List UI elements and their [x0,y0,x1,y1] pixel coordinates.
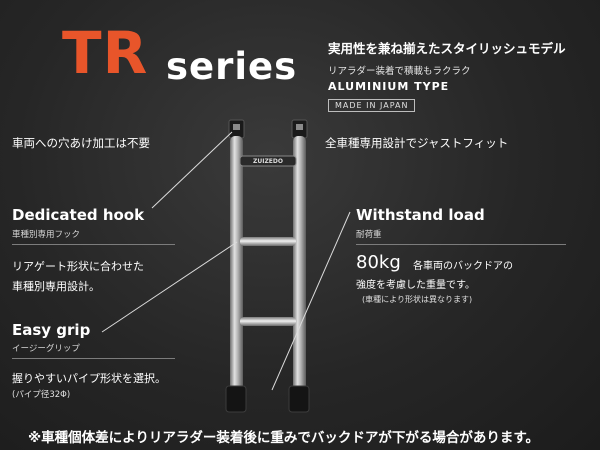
aluminium-type-label: ALUMINIUM TYPE [328,80,450,93]
divider [12,358,175,359]
hook-desc-line1: リアゲート形状に合わせた [12,260,144,273]
divider [356,244,566,245]
hook-left [228,119,245,139]
hook-right [291,119,308,139]
grip-subtitle: イージーグリップ [12,344,80,354]
foot-right [288,385,310,413]
load-value: 80kg [356,252,401,273]
hook-title: Dedicated hook [12,206,145,224]
grip-desc-line2: (パイプ径32Φ) [12,390,71,400]
load-desc-line2: 強度を考慮した重量です。 [356,280,475,291]
callout-line-hook [151,131,233,209]
load-title: Withstand load [356,206,485,224]
grip-desc-line1: 握りやすいパイプ形状を選択。 [12,372,166,385]
just-fit-text: 全車種専用設計でジャストフィット [325,136,509,150]
rail-left [230,136,243,390]
bottom-notice: ※車種個体差によりリアラダー装着後に重みでバックドアが下がる場合があります。 [28,430,540,446]
brand-plate: ZUIZEDO [253,158,283,165]
callout-line-load [271,211,351,391]
load-desc-line1: 各車両のバックドアの [413,261,513,272]
ladder-rung [240,237,296,246]
load-subtitle: 耐荷重 [356,230,382,240]
foot-left [225,385,247,413]
logo-series: series [166,45,298,88]
hook-desc-line2: 車種別専用設計。 [12,280,100,293]
grip-title: Easy grip [12,321,91,339]
tagline: 実用性を兼ね揃えたスタイリッシュモデル [328,41,566,56]
made-in-japan-badge: MADE IN JAPAN [328,99,416,112]
ladder-rung [240,317,296,326]
load-desc-line3: (車種により形状は異なります) [362,295,473,304]
no-hole-text: 車両への穴あけ加工は不要 [12,136,150,150]
subtagline: リアラダー装着で積載もラクラク [328,66,471,77]
divider [12,244,175,245]
rail-right [293,136,306,390]
hook-subtitle: 車種別専用フック [12,230,81,240]
hook-description: リアゲート形状に合わせた 車種別専用設計。 [12,257,144,297]
logo-tr: TR [62,19,149,87]
